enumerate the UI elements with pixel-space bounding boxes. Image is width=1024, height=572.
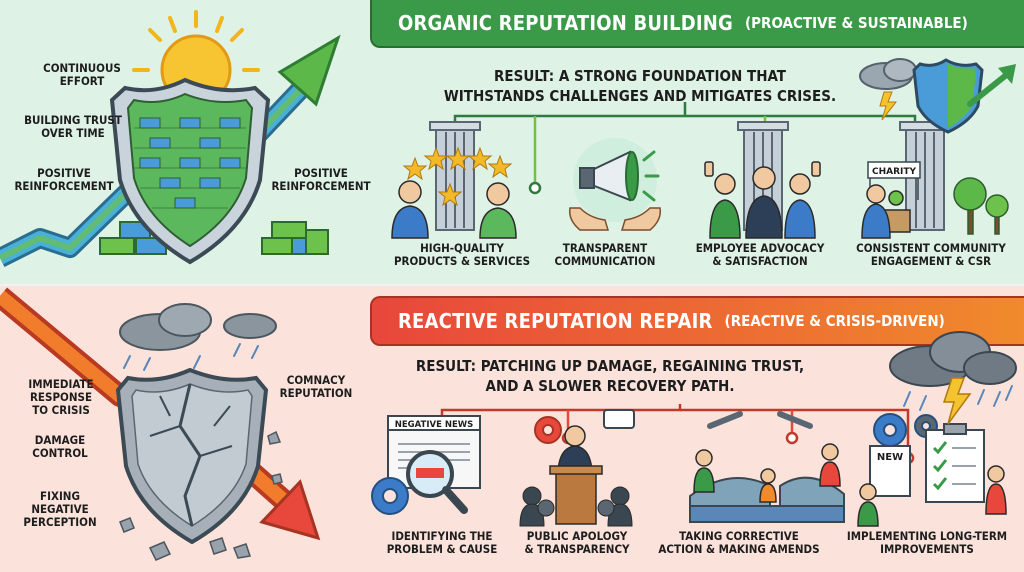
organic-title: ORGANIC REPUTATION BUILDING [398,11,733,35]
tree-icon [953,177,1009,235]
reactive-subtitle: (REACTIVE & CRISIS-DRIVEN) [724,312,945,330]
storm-cloud-icon [119,303,277,371]
brick-shield-icon [109,77,271,265]
storm-cloud-icon [889,331,1017,387]
organic-pillars-art: CHARITY [391,102,1009,239]
storm-art [889,331,1017,425]
checklist-icon [925,423,985,503]
lightning-icon [879,91,898,121]
stars-icon [402,146,513,207]
cracked-shield-icon [115,367,269,545]
charity-sign [867,161,921,200]
decline-illustration [0,287,321,561]
step-label-2: PUBLIC APOLOGY& TRANSPARENCY [524,529,630,556]
lightning-icon [942,377,972,425]
gear-icon [534,416,562,444]
new-text: NEW [877,452,903,463]
storm-cloud-icon [859,58,917,90]
section-divider [0,284,1024,287]
megaphone-icon [573,138,660,222]
reactive-banner: REACTIVE REPUTATION REPAIR (REACTIVE & C… [370,296,1024,346]
speech-bubble-icon [603,409,635,429]
growth-illustration [0,10,341,267]
hands-icon [568,207,662,231]
wrench-icon [707,411,813,429]
organic-subtitle: (PROACTIVE & SUSTAINABLE) [745,14,968,32]
reactive-steps-art: NEGATIVE NEWS [371,404,1007,527]
new-document-icon [869,445,911,497]
podium-icon [549,425,603,525]
gear-icon [371,477,409,515]
protected-shield-art [859,58,1016,134]
negative-news-text: NEGATIVE NEWS [395,420,474,430]
reactive-title: REACTIVE REPUTATION REPAIR [398,309,713,333]
organic-result: RESULT: A STRONG FOUNDATION THAT WITHSTA… [443,67,837,105]
charity-sign-text: CHARITY [872,167,917,177]
customers-icon [391,180,517,239]
thumbs-up-icon [704,161,821,239]
pillar-label-3: EMPLOYEE ADVOCACY& SATISFACTION [695,241,825,268]
reactive-result: RESULT: PATCHING UP DAMAGE, REGAINING TR… [415,357,805,395]
magnifier-icon [406,450,468,514]
pillar-icon [429,121,481,231]
organic-banner: ORGANIC REPUTATION BUILDING (PROACTIVE &… [370,0,1024,48]
gear-icon [873,413,938,447]
